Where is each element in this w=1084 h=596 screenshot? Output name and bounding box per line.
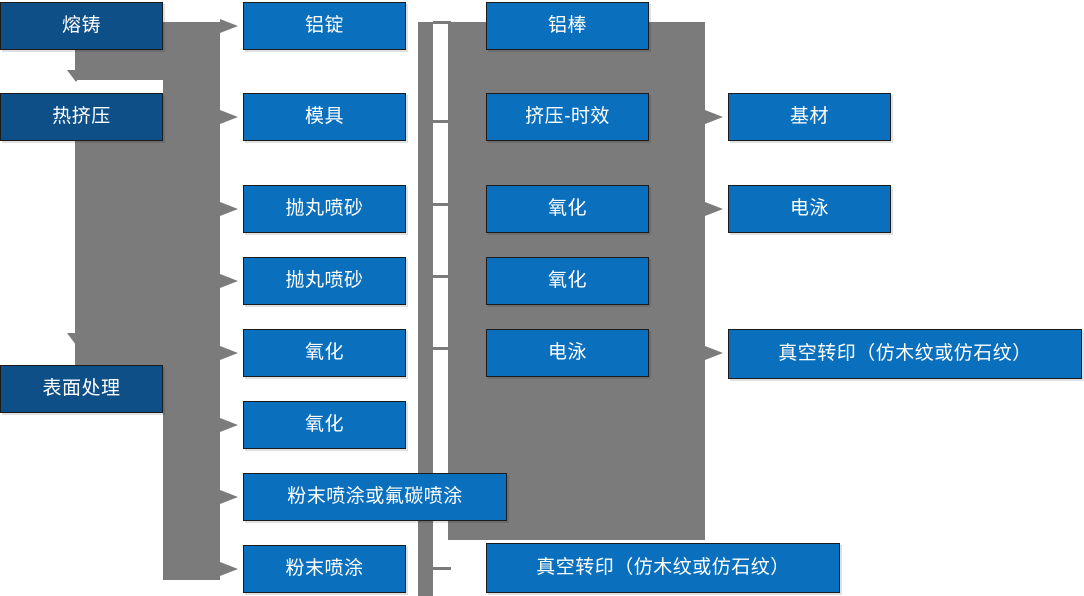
node-label: 电泳 xyxy=(547,341,587,363)
node-proc-3[interactable]: 抛丸喷砂 xyxy=(243,185,406,233)
node-treat-2[interactable]: 挤压-时效 xyxy=(486,93,649,141)
node-label: 氧化 xyxy=(547,269,587,291)
node-label: 电泳 xyxy=(789,197,829,219)
node-treat-3[interactable]: 氧化 xyxy=(486,185,649,233)
node-label: 氧化 xyxy=(547,197,587,219)
node-label: 粉末喷涂或氟碳喷涂 xyxy=(287,485,463,507)
node-out-1[interactable]: 基材 xyxy=(728,93,891,141)
node-label: 氧化 xyxy=(304,341,344,363)
node-label: 真空转印（仿木纹或仿石纹） xyxy=(536,556,790,578)
node-label: 抛丸喷砂 xyxy=(285,269,364,291)
node-label: 模具 xyxy=(304,105,344,127)
node-treat-5[interactable]: 电泳 xyxy=(486,329,649,377)
node-label: 基材 xyxy=(789,105,829,127)
node-stage-3[interactable]: 表面处理 xyxy=(0,365,163,413)
node-proc-8[interactable]: 粉末喷涂 xyxy=(243,545,406,593)
node-label: 表面处理 xyxy=(42,377,121,399)
node-label: 铝棒 xyxy=(547,14,587,36)
node-proc-4[interactable]: 抛丸喷砂 xyxy=(243,257,406,305)
node-out-2[interactable]: 电泳 xyxy=(728,185,891,233)
node-stage-1[interactable]: 熔铸 xyxy=(0,2,163,50)
node-label: 真空转印（仿木纹或仿石纹） xyxy=(778,342,1032,364)
node-label: 氧化 xyxy=(304,413,344,435)
node-label: 抛丸喷砂 xyxy=(285,197,364,219)
node-out-3[interactable]: 真空转印（仿木纹或仿石纹） xyxy=(728,329,1082,379)
node-label: 铝锭 xyxy=(304,14,344,36)
node-label: 熔铸 xyxy=(61,14,101,36)
node-treat-6[interactable]: 真空转印（仿木纹或仿石纹） xyxy=(486,543,840,593)
node-label: 挤压-时效 xyxy=(525,105,610,127)
node-treat-4[interactable]: 氧化 xyxy=(486,257,649,305)
node-proc-6[interactable]: 氧化 xyxy=(243,401,406,449)
node-proc-5[interactable]: 氧化 xyxy=(243,329,406,377)
node-stage-2[interactable]: 热挤压 xyxy=(0,93,163,141)
node-label: 粉末喷涂 xyxy=(285,557,364,579)
node-treat-1[interactable]: 铝棒 xyxy=(486,2,649,50)
node-proc-7[interactable]: 粉末喷涂或氟碳喷涂 xyxy=(243,473,507,521)
node-proc-2[interactable]: 模具 xyxy=(243,93,406,141)
node-proc-1[interactable]: 铝锭 xyxy=(243,2,406,50)
node-label: 热挤压 xyxy=(52,105,111,127)
